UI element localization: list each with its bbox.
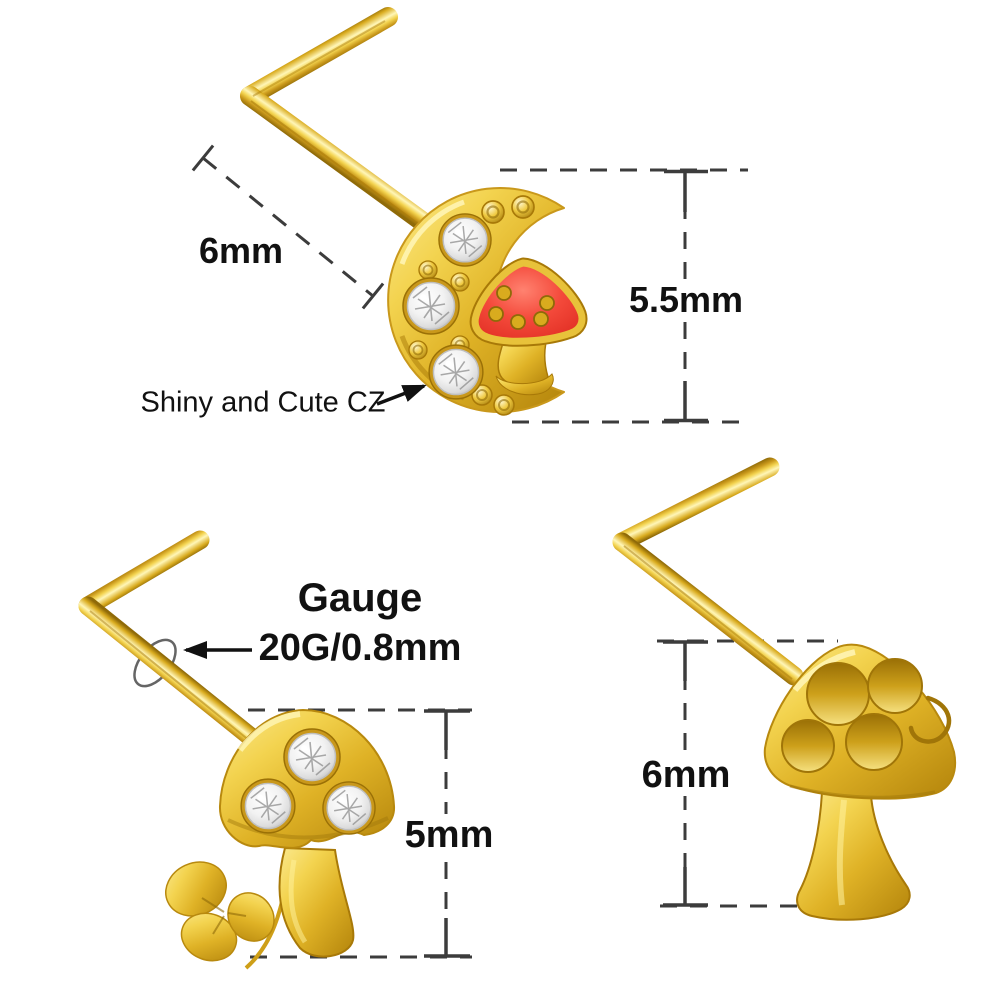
- cap-dots: [488, 285, 555, 330]
- post-length-label: 6mm: [198, 230, 284, 271]
- cap-swirl: [908, 695, 952, 744]
- dimension-post-length: [191, 144, 385, 310]
- left-mushroom-height-label: 5mm: [397, 814, 501, 856]
- moon-height-label: 5.5mm: [621, 280, 751, 320]
- moon-red-mushroom-stud: [240, 7, 588, 416]
- cz-mushroom-stud: [78, 530, 396, 970]
- l-shaped-post: [78, 530, 262, 748]
- red-mushroom: [469, 257, 588, 396]
- cap-dimples: [781, 658, 923, 773]
- right-mushroom-height-label: 6mm: [634, 754, 738, 796]
- dimension-left-mushroom-height: [248, 708, 472, 959]
- clover-leaves: [165, 861, 275, 962]
- gauge-value-label: 20G/0.8mm: [258, 627, 462, 669]
- gauge-title-label: Gauge: [297, 576, 423, 620]
- mushroom-cap: [471, 259, 586, 345]
- mushroom-stem: [796, 790, 911, 921]
- gold-mushroom-stud: [612, 457, 956, 921]
- l-shaped-post: [240, 7, 455, 248]
- annotation-arrows: [183, 384, 427, 659]
- cz-note-arrow: [376, 384, 427, 406]
- cz-note-label: Shiny and Cute CZ: [140, 386, 386, 419]
- l-shaped-post: [612, 457, 804, 686]
